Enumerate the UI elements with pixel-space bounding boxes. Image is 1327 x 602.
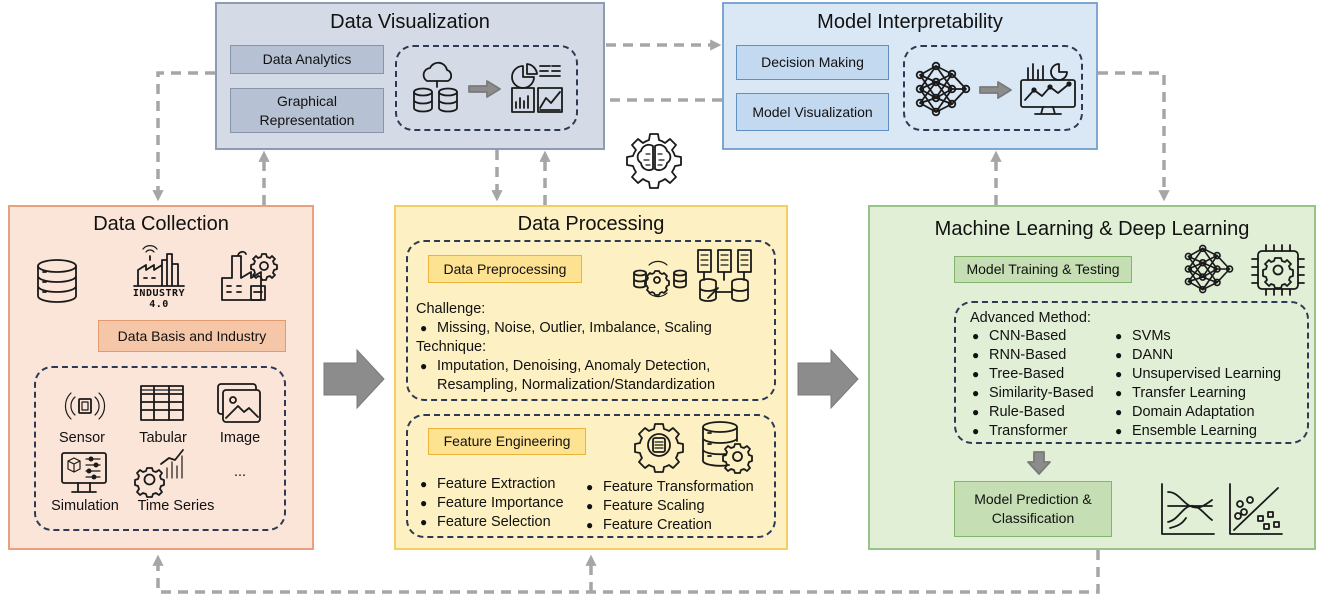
challenge-item: Missing, Noise, Outlier, Imbalance, Scal… [420,319,712,338]
data-sources-group [34,366,286,531]
source-sensor-label: Sensor [59,430,105,446]
data-collection-title: Data Collection [93,213,229,235]
method-item: DANN [1115,346,1173,365]
method-item: CNN-Based [972,327,1066,346]
sensor-icon [64,392,106,420]
simulation-icon [61,452,107,493]
method-item: SVMs [1115,327,1171,346]
viz-icon-group [395,45,578,131]
table-icon [140,385,184,421]
method-item: RNN-Based [972,346,1066,365]
method-item: Similarity-Based [972,384,1094,403]
technique-item: Imputation, Denoising, Anomaly Detection… [420,357,710,376]
preprocessing-group [406,240,776,401]
technique-item-continued: Resampling, Normalization/Standardizatio… [437,377,716,393]
method-item: Rule-Based [972,403,1065,422]
source-more-label: ... [233,464,247,480]
model-visualization-tag: Model Visualization [736,93,889,131]
machine-learning-title: Machine Learning & Deep Learning [934,218,1250,240]
feature-engineering-tag: Feature Engineering [428,428,586,455]
method-item: Transfer Learning [1115,384,1246,403]
advanced-method-heading: Advanced Method: [970,310,1091,326]
data-visualization-title: Data Visualization [330,11,490,33]
chip-gear-icon [1251,244,1305,296]
method-item: Tree-Based [972,365,1064,384]
model-prediction-classification-tag: Model Prediction & Classification [954,481,1112,537]
data-basis-industry-tag: Data Basis and Industry [98,320,286,352]
source-image-label: Image [219,430,261,446]
brain-gear-icon [626,133,682,189]
database-icon [37,259,77,303]
database-refresh-icon [633,260,687,298]
industry-4-label: INDUSTRY 4.0 [132,288,186,310]
method-item: Transformer [972,422,1067,441]
time-series-icon [134,449,184,498]
data-processing-title: Data Processing [517,213,665,235]
feature-item: Feature Transformation [586,478,754,497]
model-interpretability-title: Model Interpretability [817,11,1003,33]
arrow-collection-to-processing [323,348,385,410]
down-arrow-icon [1027,451,1051,475]
image-icon [217,383,261,423]
interp-icon-group [903,45,1083,131]
method-item: Ensemble Learning [1115,422,1257,441]
method-item: Domain Adaptation [1115,403,1255,422]
industry-4-factory-icon [133,245,185,287]
server-network-icon [697,249,752,302]
feature-item: Feature Importance [420,494,564,513]
challenge-heading: Challenge: [416,301,486,317]
model-training-testing-tag: Model Training & Testing [954,256,1132,283]
technique-heading: Technique: [416,339,487,355]
feature-item: Feature Scaling [586,497,705,516]
factory-gear-icon [221,250,278,301]
feature-item: Feature Extraction [420,475,555,494]
arrow-processing-to-ml [797,348,859,410]
data-preprocessing-tag: Data Preprocessing [428,255,582,283]
decision-making-tag: Decision Making [736,45,889,80]
decision-boundary-icon [1161,483,1215,535]
dashboard-chart-icon [511,63,563,113]
neural-network-icon-2 [1184,244,1234,294]
monitor-analytics-icon [1020,63,1076,115]
neural-network-icon [915,61,971,117]
connector-ml-feedback [152,550,1100,594]
data-analytics-tag: Data Analytics [230,45,384,74]
feature-item: Feature Selection [420,513,551,532]
connector-interp-to-ml [1098,71,1170,202]
gear-chip-icon [634,423,684,473]
scatter-plot-icon [1229,483,1283,535]
feature-item: Feature Creation [586,516,712,535]
source-simulation-label: Simulation [51,498,119,514]
process-arrow-icon [468,80,501,98]
method-item: Unsupervised Learning [1115,365,1281,384]
feature-engineering-group [406,414,776,538]
source-tabular-label: Tabular [139,430,187,446]
connector-viz-to-collection [152,71,215,202]
graphical-representation-tag: Graphical Representation [230,88,384,133]
advanced-methods-group [954,301,1309,444]
database-gear-icon [702,421,753,474]
cloud-database-icon [413,61,458,113]
process-arrow-icon-2 [979,81,1012,99]
source-time-series-label: Time Series [137,498,215,514]
